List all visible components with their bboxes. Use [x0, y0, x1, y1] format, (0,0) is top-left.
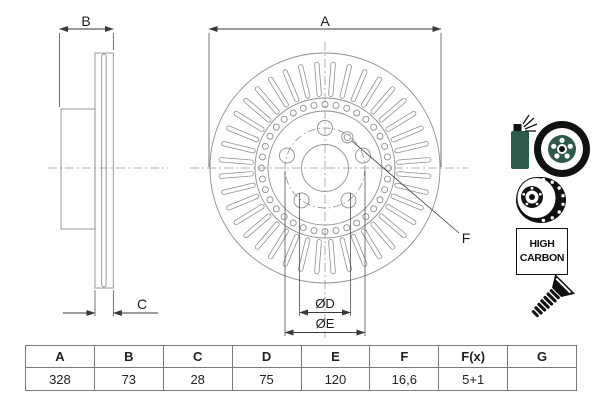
high-carbon-badge: HIGH CARBON — [516, 228, 568, 275]
side-view — [60, 52, 114, 289]
friction-ring-section — [94, 52, 114, 289]
spec-header-row: A B C D E F F(x) G — [25, 345, 577, 368]
dim-label-a: A — [320, 13, 330, 29]
dimension-spec-table: A B C D E F F(x) G 328 73 28 75 120 16,6… — [25, 345, 577, 391]
spec-value-cell: 328 — [25, 367, 95, 391]
spec-header-cell: F — [369, 345, 440, 368]
front-view — [209, 52, 441, 284]
high-carbon-line2: CARBON — [519, 251, 565, 264]
dim-label-f: F — [462, 230, 471, 246]
locating-screw-hole — [341, 131, 354, 144]
dimensions — [59, 25, 460, 336]
spec-header-cell: C — [162, 345, 233, 368]
spec-value-cell: 16,6 — [369, 367, 440, 391]
coated-disc-spray-icon — [511, 114, 590, 177]
dim-label-b: B — [81, 13, 90, 29]
spec-header-cell: D — [231, 345, 302, 368]
vented-disc-3d-icon — [516, 177, 566, 223]
bolt-holes — [279, 120, 371, 209]
spec-header-cell: B — [93, 345, 164, 368]
spec-value-cell: 120 — [300, 367, 371, 391]
vent-hole-dots — [258, 101, 392, 235]
dim-label-dia-d: ØD — [315, 296, 335, 311]
leader-f — [351, 140, 460, 234]
hat-section — [60, 108, 96, 230]
dim-label-c: C — [137, 296, 147, 312]
vent-channel — [101, 53, 107, 288]
dim-label-dia-e: ØE — [316, 316, 335, 331]
center-lines — [48, 42, 468, 338]
spec-value-row: 328 73 28 75 120 16,6 5+1 — [25, 367, 577, 391]
spray-can — [511, 114, 538, 169]
spec-value-cell: 75 — [231, 367, 302, 391]
countersunk-screw-icon — [531, 273, 576, 318]
high-carbon-line1: HIGH — [529, 238, 555, 251]
spec-header-cell: F(x) — [438, 345, 509, 368]
spec-value-cell — [507, 367, 577, 391]
spec-header-cell: G — [507, 345, 577, 368]
spec-header-cell: E — [300, 345, 371, 368]
drawing-canvas: B A C F ØD ØE — [48, 13, 590, 338]
spec-value-cell: 5+1 — [438, 367, 509, 391]
spec-value-cell: 73 — [93, 367, 164, 391]
vent-slots — [218, 61, 432, 275]
spec-header-cell: A — [25, 345, 95, 368]
spec-value-cell: 28 — [162, 367, 233, 391]
